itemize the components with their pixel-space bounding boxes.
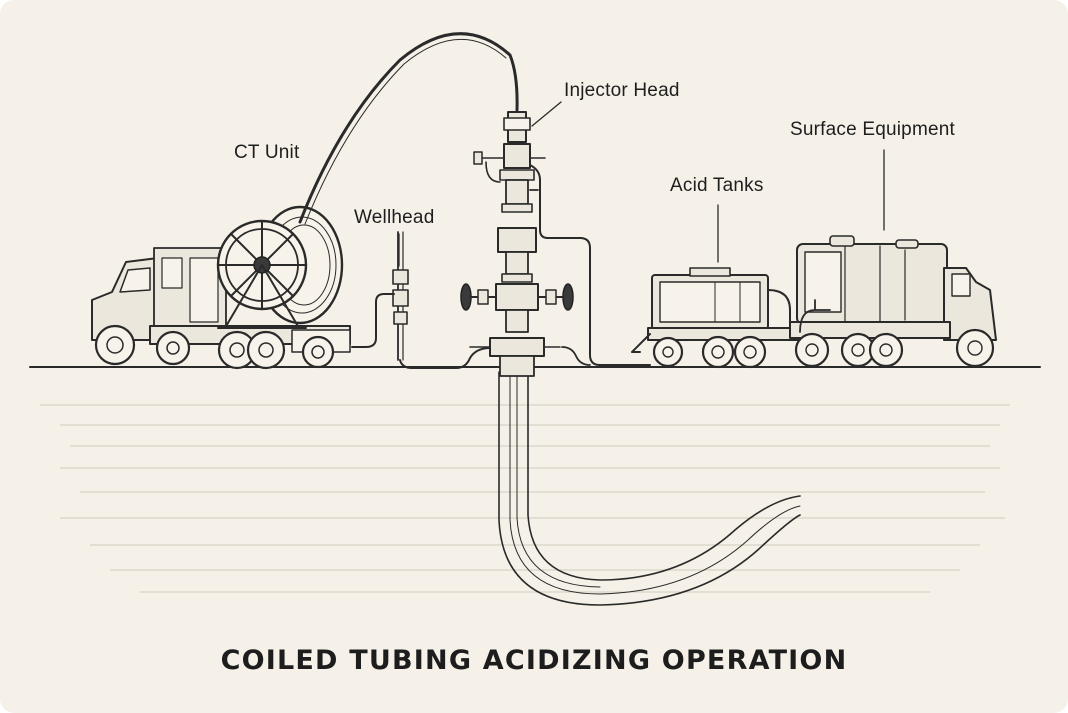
surface-equipment-truck (789, 235, 997, 368)
diagram-title: COILED TUBING ACIDIZING OPERATION (220, 645, 848, 676)
strata-lines (40, 404, 1010, 593)
injector-head-stack (460, 111, 651, 377)
wellhead-assembly (351, 231, 491, 369)
well-bore (498, 371, 801, 606)
label-leaders (398, 101, 885, 267)
label-ct-unit: CT Unit (234, 142, 300, 163)
label-surface-equipment: Surface Equipment (790, 119, 955, 140)
label-injector-head: Injector Head (564, 80, 680, 101)
ct-unit-truck (91, 205, 351, 370)
label-wellhead: Wellhead (354, 207, 435, 228)
label-acid-tanks: Acid Tanks (670, 175, 764, 196)
coiled-tubing-arc (298, 32, 519, 224)
acid-tanks-trailer (631, 267, 799, 369)
